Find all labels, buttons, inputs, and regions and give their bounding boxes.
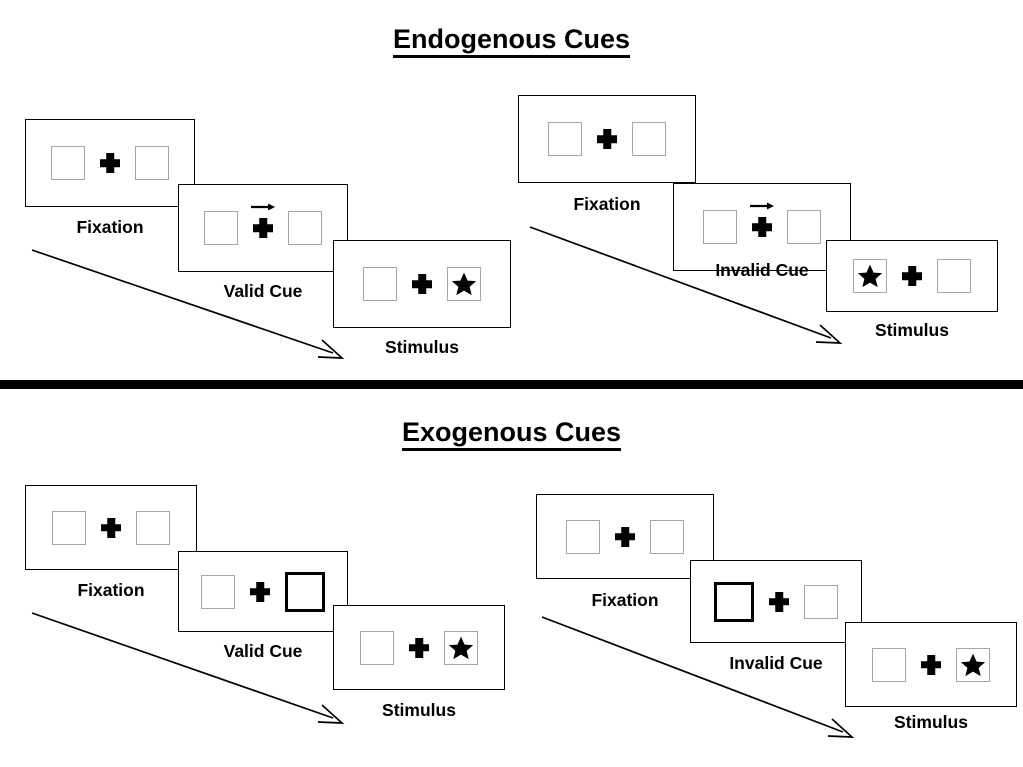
right-box	[937, 259, 971, 293]
right-box	[288, 211, 322, 245]
right-box-cued	[285, 571, 325, 612]
section-title-endogenous: Endogenous Cues	[0, 24, 1023, 58]
left-box	[548, 122, 582, 156]
fixation-cross-icon	[99, 152, 121, 174]
caption-exogenous-valid-fixation: Fixation	[77, 580, 145, 600]
fixation-cross-icon	[750, 202, 774, 238]
fixation-cross-icon	[411, 273, 433, 295]
caption-endogenous-valid-fixation: Fixation	[76, 217, 144, 237]
right-box	[650, 519, 684, 554]
fixation-cross-icon	[596, 128, 618, 150]
caption-exogenous-valid-cue: Valid Cue	[223, 641, 303, 661]
caption-endogenous-valid-stimulus: Stimulus	[385, 337, 459, 357]
caption-exogenous-invalid-stimulus: Stimulus	[894, 712, 968, 732]
panel-exogenous-invalid-stimulus	[845, 622, 1017, 707]
fixation-cross-icon	[100, 517, 122, 539]
caption-exogenous-invalid-cue: Invalid Cue	[729, 653, 823, 673]
right-box-with-star	[956, 647, 990, 682]
star-icon	[957, 649, 989, 681]
caption-exogenous-valid-stimulus: Stimulus	[382, 700, 456, 720]
section-title-exogenous: Exogenous Cues	[0, 417, 1023, 451]
left-box	[703, 210, 737, 244]
right-box	[632, 122, 666, 156]
section-title-exogenous-text: Exogenous Cues	[401, 417, 622, 451]
fixation-cross-icon	[251, 203, 275, 239]
panel-endogenous-valid-stimulus	[333, 240, 511, 328]
fixation-cross-icon	[901, 265, 923, 287]
left-box	[360, 630, 394, 665]
section-divider	[0, 380, 1023, 389]
right-box	[136, 510, 170, 545]
fixation-cross-icon	[614, 526, 636, 548]
panel-exogenous-invalid-cue	[690, 560, 862, 643]
right-box	[135, 146, 169, 180]
panel-exogenous-valid-fixation	[25, 485, 197, 570]
caption-endogenous-valid-cue: Valid Cue	[223, 281, 303, 301]
right-box-with-star	[444, 630, 478, 665]
panel-exogenous-invalid-fixation	[536, 494, 714, 579]
fixation-cross-icon	[768, 591, 790, 613]
star-icon	[854, 260, 886, 292]
star-icon	[445, 632, 477, 664]
left-box	[204, 211, 238, 245]
arrow-right-cue-icon	[251, 203, 275, 211]
right-box-with-star	[447, 267, 481, 301]
left-box	[51, 146, 85, 180]
caption-endogenous-invalid-cue: Invalid Cue	[715, 260, 809, 280]
left-box	[363, 267, 397, 301]
panel-exogenous-valid-stimulus	[333, 605, 505, 690]
panel-endogenous-valid-fixation	[25, 119, 195, 207]
left-box	[201, 574, 235, 609]
left-box	[872, 647, 906, 682]
panel-endogenous-invalid-stimulus	[826, 240, 998, 312]
fixation-cross-icon	[249, 581, 271, 603]
right-box	[804, 584, 838, 619]
left-box	[52, 510, 86, 545]
arrow-right-cue-icon	[750, 202, 774, 210]
section-title-endogenous-text: Endogenous Cues	[392, 24, 630, 58]
caption-endogenous-invalid-stimulus: Stimulus	[875, 320, 949, 340]
right-box	[787, 210, 821, 244]
star-icon	[448, 268, 480, 300]
panel-endogenous-invalid-fixation	[518, 95, 696, 183]
caption-endogenous-invalid-fixation: Fixation	[573, 194, 641, 214]
caption-exogenous-invalid-fixation: Fixation	[591, 590, 659, 610]
left-box-cued	[714, 581, 754, 622]
panel-exogenous-valid-cue	[178, 551, 348, 632]
left-box	[566, 519, 600, 554]
fixation-cross-icon	[920, 654, 942, 676]
panel-endogenous-invalid-cue	[673, 183, 851, 271]
left-box-with-star	[853, 259, 887, 293]
fixation-cross-icon	[408, 637, 430, 659]
panel-endogenous-valid-cue	[178, 184, 348, 272]
